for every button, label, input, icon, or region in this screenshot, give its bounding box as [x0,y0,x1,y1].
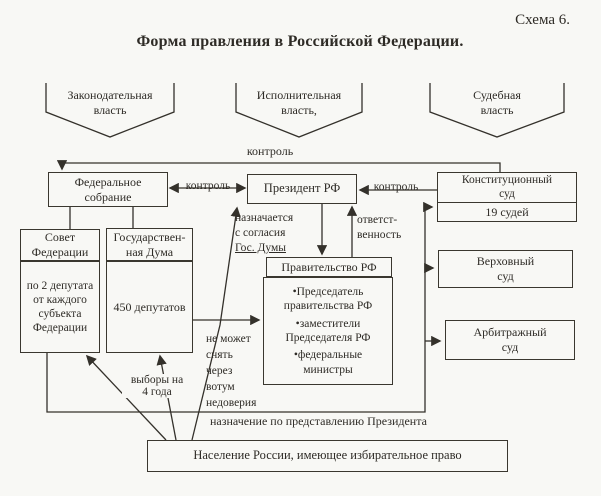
government-members-list: •Председатель правительства РФ •заместит… [264,278,392,384]
constitutional-court-judges: 19 судей [438,202,576,221]
label-no-confidence: не может снять через вотум недоверия [206,333,257,410]
label-control-assembly-president: контроль [185,180,231,192]
banner-legislative-shape [45,83,175,138]
federation-council-body: по 2 депутата от каждого субъекта Федера… [20,261,100,353]
label-appointed-line1: назначается с согласия [235,212,294,239]
arrow-population-president [191,206,241,441]
scheme-number: Схема 6. [515,12,570,28]
banner-executive-shape [235,83,363,138]
banner-executive-label: Исполнительная власть, [256,88,342,117]
state-duma-body: 450 депутатов [106,261,193,353]
label-control-court-president: контроль [373,181,419,193]
supreme-court-box: Верховный суд [438,250,573,288]
constitutional-court-box: Конституционный суд 19 судей [437,172,577,222]
constitutional-court-title: Конституционный суд [461,173,553,200]
banner-legislative-label: Законодательная власть [67,88,153,117]
label-appointment-bottom: назначение по представлению Президента [210,414,427,428]
federal-assembly-box: Федеральное собрание [48,172,168,207]
line-appointment-path [46,207,426,413]
label-responsibility: ответст- венность [357,214,402,241]
banner-judicial-shape [429,83,565,138]
federation-council-box: Совет Федерации [20,229,100,261]
government-title-box: Правительство РФ [266,257,392,277]
label-appointed-duma: Гос. Думы [235,241,286,254]
label-appointed-with-consent: назначается с согласия Гос. Думы [235,211,313,256]
state-duma-box: Государствен- ная Дума [106,228,193,261]
arrow-population-duma [156,354,177,441]
government-member-ministers: •федеральные министры [293,349,363,376]
label-elections: выборы на 4 года [122,374,192,398]
line-control-top [56,160,501,172]
arrow-population-council [85,354,167,441]
government-member-chairman: •Председатель правительства РФ [283,285,373,313]
president-box: Президент РФ [247,174,357,204]
label-control-top: контроль [246,144,294,158]
page-title: Форма правления в Российской Федерации. [136,33,464,50]
government-member-deputies: •заместители Председателя РФ [285,317,371,344]
government-body-box: •Председатель правительства РФ •заместит… [263,277,393,385]
population-box: Население России, имеющее избирательное … [147,440,508,472]
arbitration-court-box: Арбитражный суд [445,320,575,360]
banner-judicial-label: Судебная власть [473,88,521,117]
